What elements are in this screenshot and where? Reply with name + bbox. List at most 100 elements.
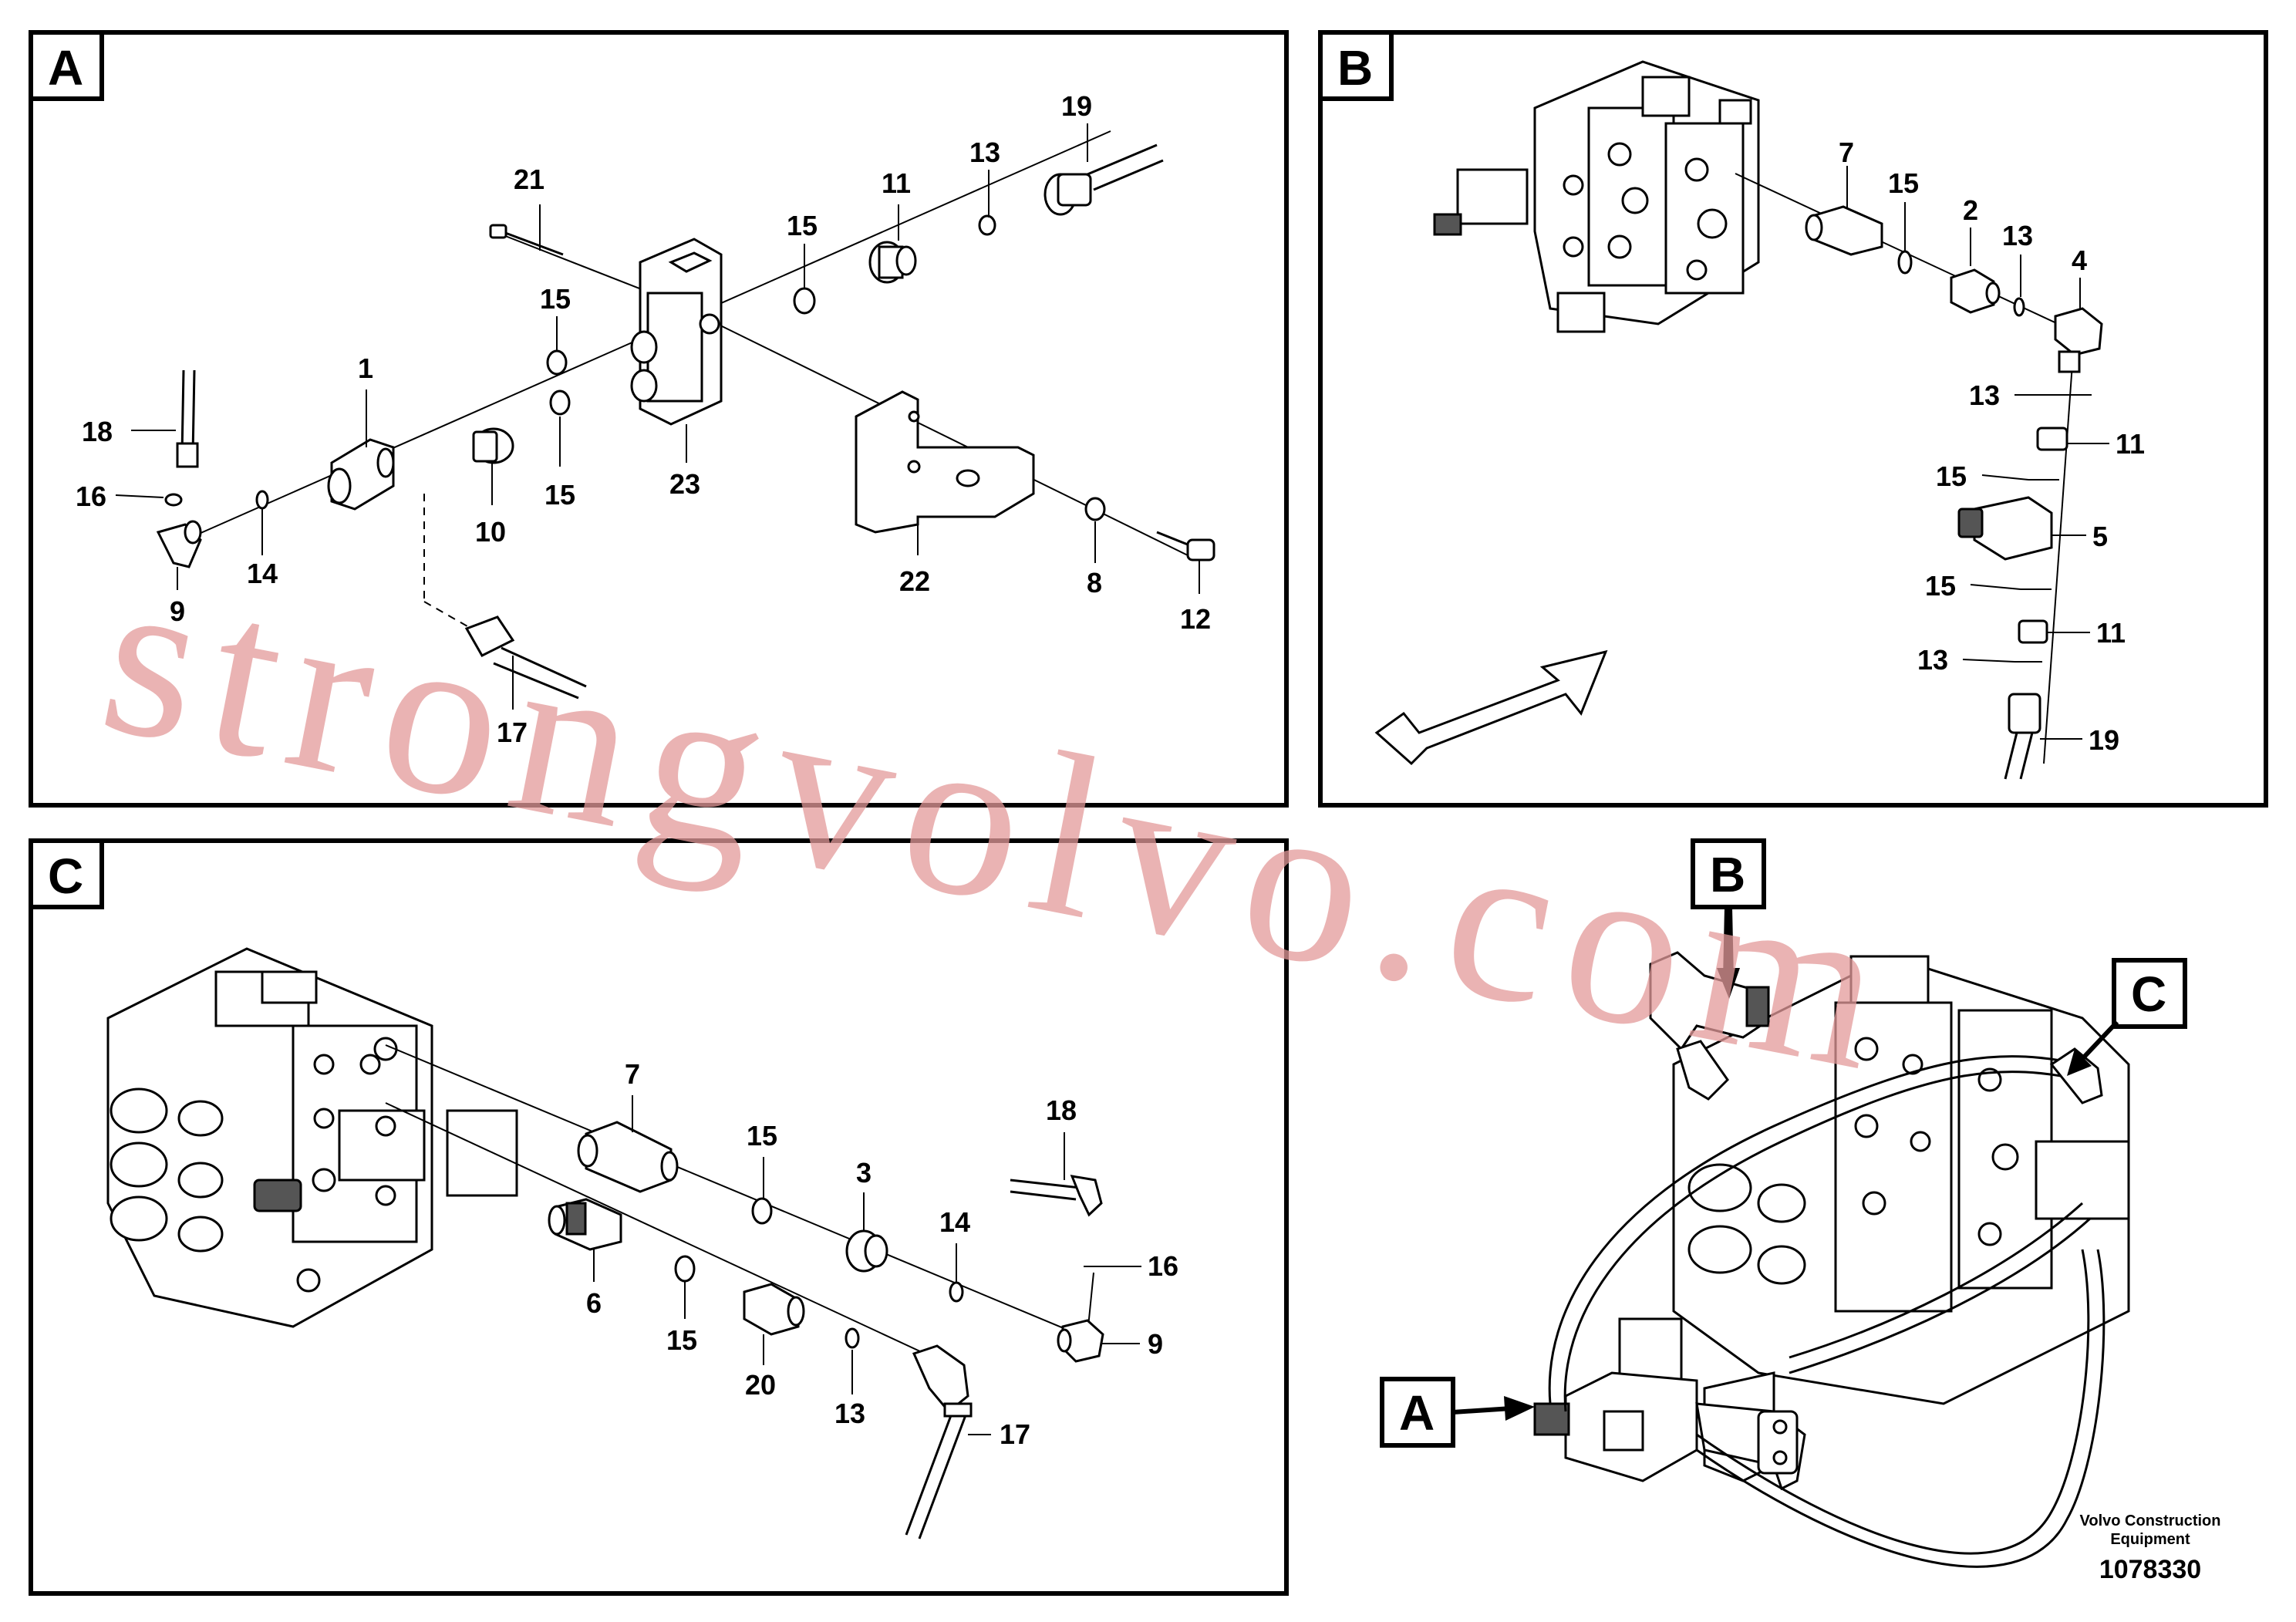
overview-label-c-box: [2112, 958, 2187, 1029]
callout-6-c: 6: [586, 1287, 602, 1319]
adapter-2-b: [1950, 268, 2001, 314]
valve-block-23: [630, 238, 723, 426]
callout-20-c: 20: [745, 1369, 776, 1401]
overview-hose-1-outer: [1548, 1055, 2083, 1404]
panel-a-frame: [29, 30, 1289, 808]
callout-11-low: 11: [2096, 617, 2126, 649]
callout-12: 12: [1180, 603, 1211, 635]
callout-7-c: 7: [625, 1058, 640, 1090]
callout-19: 19: [2089, 724, 2119, 756]
bolt-12: [1156, 531, 1215, 561]
callout-13-top: 13: [2002, 220, 2033, 251]
overview-pointer-a: [1452, 1406, 1512, 1415]
overview-label-b-box: [1691, 838, 1766, 909]
callout-13: 13: [969, 137, 1000, 168]
elbow-4-b: [2054, 307, 2103, 373]
o-ring-13-c: [845, 1327, 860, 1349]
panel-a-letter-box: [29, 30, 104, 101]
plug-10: [472, 427, 514, 464]
callout-16-c: 16: [1148, 1250, 1178, 1282]
callout-22: 22: [899, 565, 930, 597]
adapter-20-c: [743, 1283, 805, 1336]
callout-15-c-top: 15: [747, 1120, 777, 1152]
hose-19-b: [2004, 693, 2041, 780]
callout-13-c: 13: [834, 1398, 865, 1429]
o-ring-15-c-top: [751, 1197, 773, 1225]
adapter-7-c: [577, 1121, 679, 1193]
fitting-1: [327, 438, 395, 511]
credit-block: Volvo Construction Equipment 1078330: [2080, 1512, 2221, 1584]
callout-17: 17: [497, 717, 528, 748]
panel-a-letter: A: [48, 40, 83, 96]
view-direction-arrow: [1374, 649, 1608, 766]
callout-7: 7: [1839, 137, 1854, 168]
callout-15-c-low: 15: [666, 1324, 697, 1356]
callout-23: 23: [669, 468, 700, 500]
panel-c-letter: C: [48, 848, 83, 904]
control-valve-assembly-c: [106, 947, 518, 1328]
overview-hose-3-inner: [1789, 1217, 2092, 1374]
overview-hose-2-inner: [1696, 1249, 2106, 1568]
adapter-11-b-low: [2018, 619, 2048, 644]
hose-17: [464, 615, 587, 700]
callout-13-mid: 13: [1969, 379, 2000, 411]
callout-11-top: 11: [2116, 428, 2145, 460]
document-number: 1078330: [2099, 1555, 2201, 1584]
overview-hose-2-outer: [1696, 1249, 2090, 1555]
o-ring-15-c-low: [674, 1255, 696, 1283]
callout-10: 10: [475, 516, 506, 548]
callout-15-b: 15: [1925, 570, 1956, 602]
overview-label-a: A: [1399, 1385, 1435, 1441]
callout-21: 21: [514, 164, 544, 195]
adapter-11-b-top: [2036, 427, 2068, 451]
tee-block-5-b: [1957, 496, 2053, 561]
panel-b-frame: [1318, 30, 2268, 808]
o-ring-15-top: [793, 287, 816, 315]
overview-assembly: B C A: [1380, 838, 2187, 1568]
overview-hose-1-inner: [1563, 1071, 2083, 1412]
panel-b-path-line-2: [2043, 331, 2075, 764]
o-ring-15-b: [1897, 250, 1913, 275]
callout-14-c: 14: [939, 1206, 970, 1238]
callout-17-c: 17: [1000, 1418, 1030, 1450]
callout-3-c: 3: [856, 1157, 872, 1189]
callout-11: 11: [882, 167, 911, 199]
o-ring-13-b-top: [2013, 297, 2025, 317]
callout-19: 19: [1061, 90, 1092, 122]
callout-5: 5: [2092, 521, 2108, 552]
panel-a: A: [29, 30, 1289, 808]
panel-c-path-upper: [385, 1044, 1088, 1339]
callout-8: 8: [1087, 567, 1102, 599]
callout-9-c: 9: [1148, 1328, 1163, 1360]
callout-18: 18: [82, 416, 113, 447]
o-ring-15-mid: [546, 349, 568, 376]
panel-a-dashed-link-2: [423, 601, 479, 633]
o-ring-14: [255, 490, 269, 510]
overview-pointer-b: [1723, 907, 1734, 980]
credit-line-1: Volvo Construction: [2080, 1512, 2221, 1529]
callout-14: 14: [247, 558, 278, 589]
elbow-9: [156, 520, 202, 568]
o-ring-16: [164, 493, 183, 507]
overview-label-b: B: [1710, 847, 1745, 902]
callout-13-low: 13: [1917, 644, 1948, 676]
callout-1: 1: [358, 352, 373, 384]
panel-b: B: [1318, 30, 2268, 808]
bolt-21: [489, 224, 564, 256]
hose-19: [1043, 143, 1164, 216]
callout-15: 15: [1888, 167, 1919, 199]
panel-a-bracket-line: [716, 323, 1188, 556]
callout-15-top: 15: [787, 210, 818, 241]
washer-8: [1084, 497, 1106, 521]
panel-c-frame: [29, 838, 1289, 1596]
control-valve-assembly-b: [1433, 60, 1760, 333]
hose-17-c: [905, 1344, 973, 1539]
credit-line-2: Equipment: [2110, 1531, 2190, 1548]
overview-c-elbow: [2049, 1047, 2103, 1104]
hose-18-c: [1010, 1175, 1103, 1217]
callout-15-a: 15: [1936, 460, 1967, 492]
adapter-3-c: [845, 1229, 888, 1273]
o-ring-14-c: [949, 1281, 964, 1303]
overview-label-c: C: [2131, 966, 2166, 1022]
